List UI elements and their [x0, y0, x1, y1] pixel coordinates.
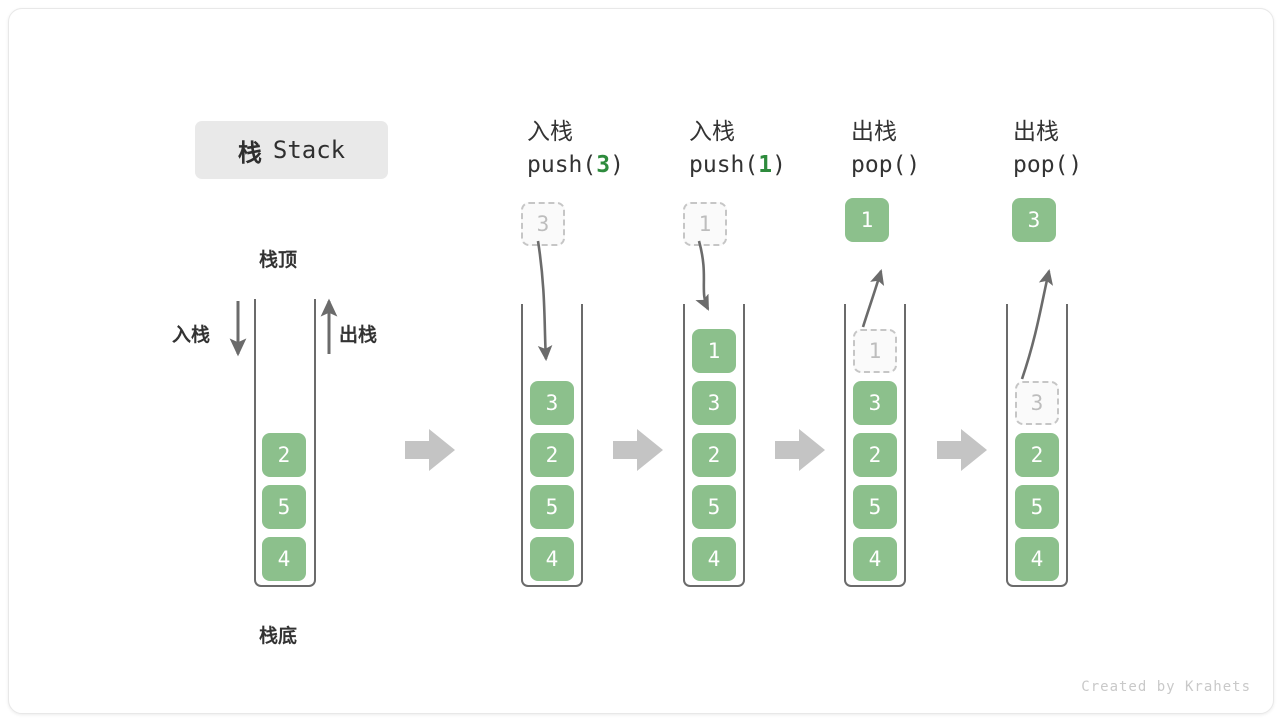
column-header-code: push(1) [689, 148, 889, 182]
code-suffix: ) [772, 152, 786, 178]
code-suffix: ) [906, 152, 921, 178]
column-header-code: push(3) [527, 148, 727, 182]
stack-cell: 4 [1015, 537, 1059, 581]
column-header-code: pop() [851, 148, 1051, 182]
stack-cell: 2 [530, 433, 574, 477]
stack-top-label: 栈顶 [259, 250, 298, 271]
column-header-push-1: 入栈 push(1) [689, 114, 889, 182]
flow-arrow-4 [937, 429, 987, 471]
credit-text: Created by Krahets [1081, 679, 1251, 695]
column-header-push-3: 入栈 push(3) [527, 114, 727, 182]
column-header-pop-1: 出栈 pop() [851, 114, 1051, 182]
stack-container-pop-3 [1006, 304, 1068, 587]
stack-cell-removed: 3 [1015, 381, 1059, 425]
stack-cell: 3 [692, 381, 736, 425]
flow-arrow-2 [613, 429, 663, 471]
column-header-label: 入栈 [527, 118, 573, 144]
column-header-label: 出栈 [851, 118, 897, 144]
stack-cell: 3 [853, 381, 897, 425]
pop-direction-label: 出栈 [339, 325, 378, 346]
stack-cell: 5 [1015, 485, 1059, 529]
code-prefix: pop( [851, 152, 907, 178]
stack-cell: 5 [853, 485, 897, 529]
stack-cell: 4 [692, 537, 736, 581]
stack-cell: 2 [1015, 433, 1059, 477]
stack-container-initial [254, 299, 316, 587]
stack-bottom-label: 栈底 [259, 626, 298, 647]
flow-arrow-3 [775, 429, 825, 471]
floating-element-push-3: 3 [521, 202, 565, 246]
stack-container-pop-1 [844, 304, 906, 587]
column-header-code: pop() [1013, 148, 1213, 182]
stack-cell-removed: 1 [853, 329, 897, 373]
column-header-pop-3: 出栈 pop() [1013, 114, 1213, 182]
stack-cell: 2 [262, 433, 306, 477]
code-suffix: ) [610, 152, 624, 178]
stack-cell: 2 [853, 433, 897, 477]
popped-element-3: 3 [1012, 198, 1056, 242]
diagram-canvas: 栈 Stack 入栈 push(3) 入栈 push(1) 出栈 pop() 出… [8, 8, 1274, 714]
stack-cell: 4 [530, 537, 574, 581]
stack-cell: 5 [692, 485, 736, 529]
stack-cell: 1 [692, 329, 736, 373]
push-1-motion-arrow [695, 240, 710, 311]
floating-element-push-1: 1 [683, 202, 727, 246]
diagram-title-en: Stack [272, 136, 346, 164]
diagram-title-cn: 栈 [237, 139, 263, 167]
flow-arrow-1 [405, 429, 455, 471]
stack-cell: 4 [853, 537, 897, 581]
stack-cell: 5 [530, 485, 574, 529]
code-prefix: push( [527, 152, 597, 178]
column-header-label: 入栈 [689, 118, 735, 144]
column-header-label: 出栈 [1013, 118, 1059, 144]
stack-container-push-1 [683, 304, 745, 587]
stack-cell: 5 [262, 485, 306, 529]
stack-container-push-3 [521, 304, 583, 587]
stack-cell: 4 [262, 537, 306, 581]
diagram-title: 栈 Stack [195, 121, 388, 179]
code-suffix: ) [1068, 152, 1083, 178]
code-prefix: push( [689, 152, 759, 178]
code-arg: 1 [758, 152, 773, 178]
code-prefix: pop( [1013, 152, 1069, 178]
push-direction-label: 入栈 [172, 325, 211, 346]
code-arg: 3 [596, 152, 611, 178]
stack-cell: 2 [692, 433, 736, 477]
popped-element-1: 1 [845, 198, 889, 242]
stack-cell: 3 [530, 381, 574, 425]
